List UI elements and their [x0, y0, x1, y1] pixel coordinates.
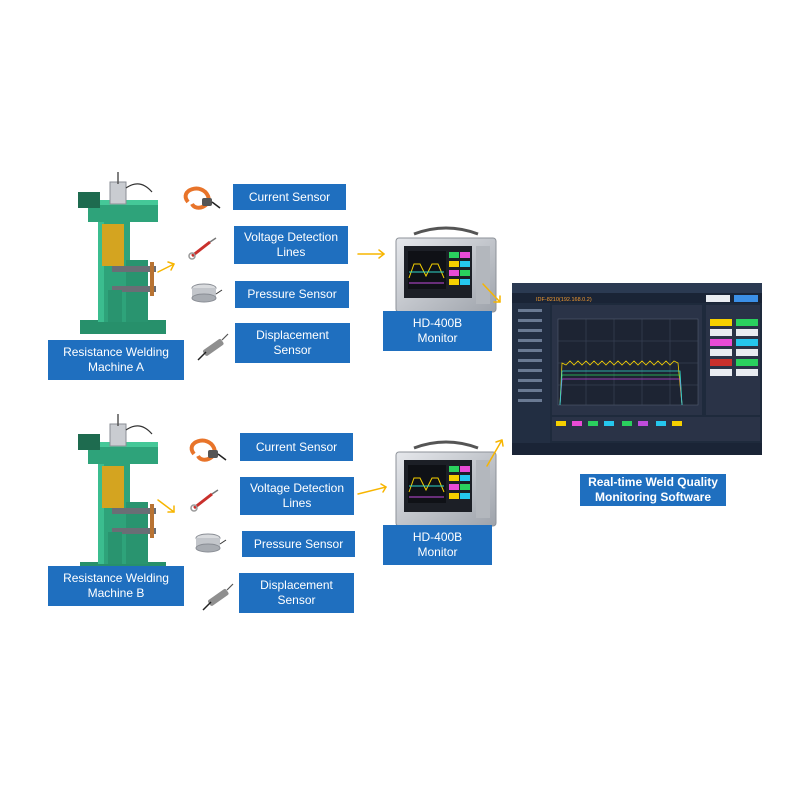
voltage-lines-label-a: Voltage Detection Lines [234, 226, 348, 264]
arrow-voltage-b-to-monitor [357, 486, 387, 495]
welding-machine-a-illustration [77, 171, 167, 335]
arrow-machine-b [157, 499, 175, 513]
current-sensor-label-b: Current Sensor [240, 433, 353, 461]
machine-a-label: Resistance Welding Machine A [48, 340, 184, 380]
monitor-b-label: HD-400B Monitor [383, 525, 492, 565]
monitoring-software-screenshot: IDF-8210(192.168.0.2) [512, 283, 762, 455]
displacement-sensor-icon [197, 333, 229, 361]
arrow-monitor-b-to-software [486, 439, 503, 467]
hd-400b-monitor-b-illustration [394, 440, 498, 528]
displacement-sensor-label-b: Displacement Sensor [239, 573, 354, 613]
machine-b-label: Resistance Welding Machine B [48, 566, 184, 606]
pressure-sensor-label-a: Pressure Sensor [235, 281, 349, 308]
arrow-machine-a [157, 263, 175, 273]
displacement-sensor-label-a: Displacement Sensor [235, 323, 350, 363]
software-device-id: IDF-8210(192.168.0.2) [536, 297, 592, 303]
displacement-sensor-icon [202, 583, 234, 611]
voltage-lines-label-b: Voltage Detection Lines [240, 477, 354, 515]
current-sensor-icon [183, 186, 222, 210]
pressure-sensor-icon [191, 283, 223, 303]
software-label: Real-time Weld Quality Monitoring Softwa… [580, 474, 726, 506]
pressure-sensor-label-b: Pressure Sensor [242, 531, 355, 557]
pressure-sensor-icon [195, 533, 227, 553]
monitor-a-label: HD-400B Monitor [383, 311, 492, 351]
current-sensor-icon [189, 438, 228, 462]
arrow-monitor-a-to-software [482, 283, 501, 303]
flow-arrows [157, 249, 504, 513]
welding-machine-b-illustration [77, 413, 167, 577]
voltage-lines-icon [187, 236, 218, 261]
hd-400b-monitor-a-illustration [394, 226, 498, 314]
current-sensor-label-a: Current Sensor [233, 184, 346, 210]
voltage-lines-icon [189, 488, 220, 513]
